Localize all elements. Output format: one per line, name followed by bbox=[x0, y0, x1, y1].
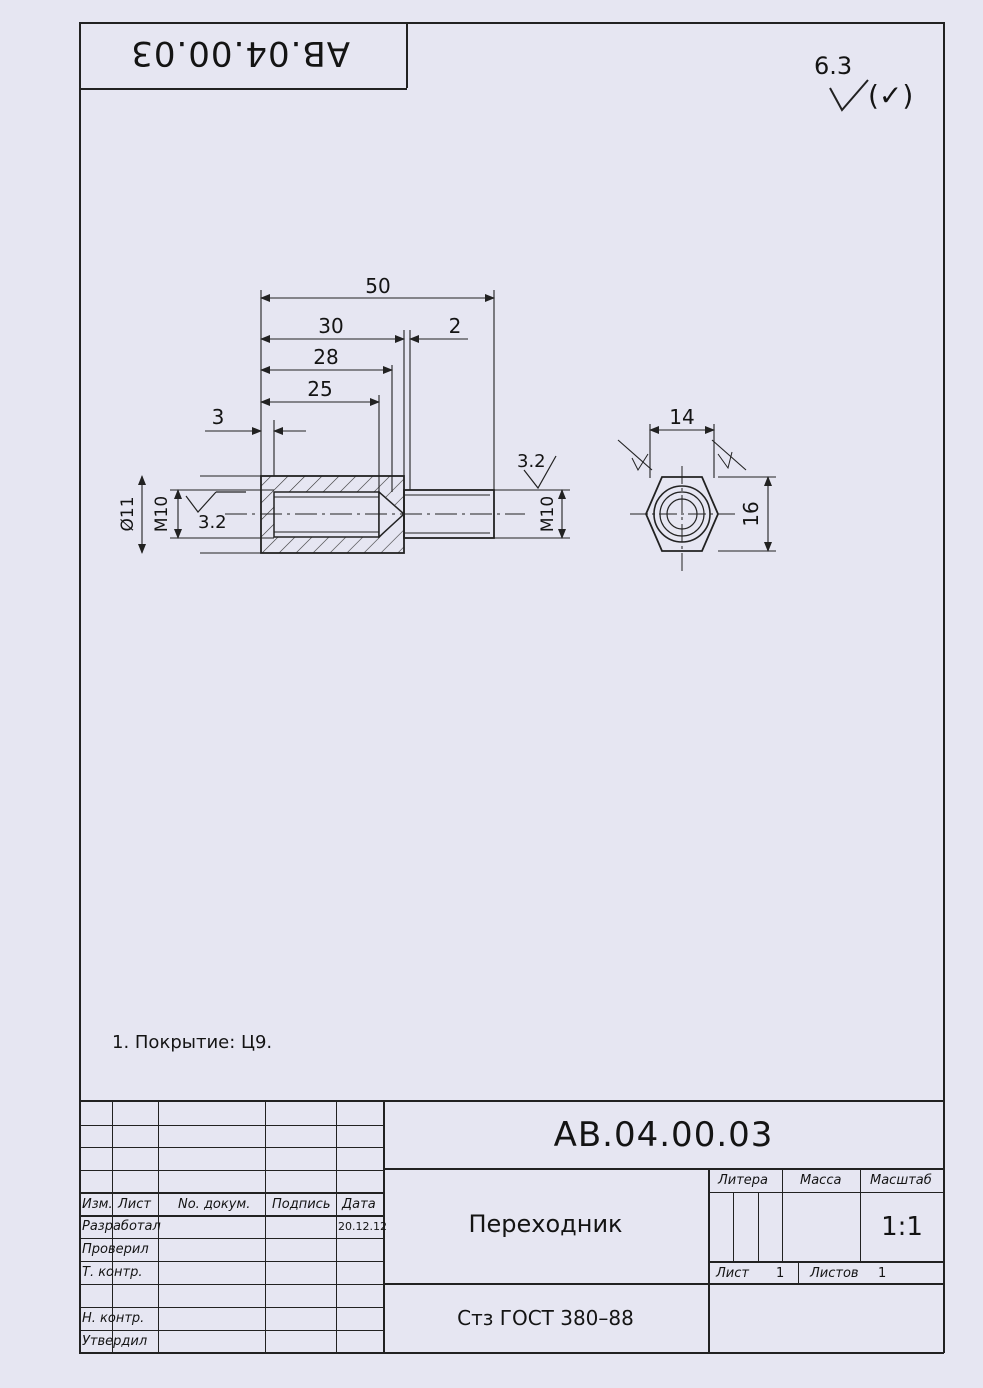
dim-hex-14: 14 bbox=[669, 405, 694, 429]
litera-sub-1 bbox=[733, 1192, 734, 1261]
hdr-list: Лист bbox=[118, 1197, 151, 1212]
row-5 bbox=[79, 1215, 383, 1217]
dim-m10-left: M10 bbox=[152, 496, 172, 532]
dim-28: 28 bbox=[313, 345, 338, 369]
tb-mat-top bbox=[383, 1283, 944, 1285]
roughness-marks bbox=[185, 455, 557, 513]
hdr-date: Дата bbox=[342, 1197, 376, 1212]
role-checked: Проверил bbox=[82, 1242, 149, 1257]
col-izm bbox=[112, 1100, 113, 1352]
role-developed: Разработал bbox=[82, 1219, 161, 1234]
tb-divider bbox=[383, 1100, 385, 1352]
roughness-check-icon bbox=[829, 79, 869, 112]
dim-3: 3 bbox=[212, 405, 225, 429]
role-tech-control: Т. контр. bbox=[82, 1265, 143, 1280]
sheets-value: 1 bbox=[878, 1266, 887, 1281]
rough-3-2-left: 3.2 bbox=[198, 512, 227, 533]
row-4 bbox=[79, 1192, 383, 1194]
hdr-doc: No. докум. bbox=[178, 1197, 251, 1212]
sheet-value: 1 bbox=[776, 1266, 785, 1281]
row-9 bbox=[79, 1307, 383, 1308]
rough-3-2-right: 3.2 bbox=[517, 451, 546, 472]
row-2 bbox=[79, 1147, 383, 1148]
row-10 bbox=[79, 1330, 383, 1331]
hex-end-view bbox=[617, 424, 776, 572]
dim-50: 50 bbox=[365, 274, 390, 298]
sheet-div bbox=[798, 1261, 799, 1284]
sheets-label: Листов bbox=[810, 1266, 859, 1281]
hdr-sign: Подпись bbox=[272, 1197, 331, 1212]
roughness-rest-symbol: (✓) bbox=[868, 79, 914, 112]
col-list bbox=[158, 1100, 159, 1352]
scale-value: 1:1 bbox=[881, 1212, 923, 1242]
role-approved: Утвердил bbox=[82, 1334, 148, 1349]
frame-bottom bbox=[79, 1352, 944, 1354]
hdr-izm: Изм. bbox=[82, 1197, 113, 1212]
col-scale bbox=[860, 1168, 861, 1262]
part-name: Переходник bbox=[468, 1210, 623, 1238]
tb-mid bbox=[383, 1168, 944, 1170]
dim-25: 25 bbox=[307, 377, 332, 401]
sheet-row-top bbox=[708, 1261, 944, 1263]
dim-2: 2 bbox=[449, 314, 462, 338]
roughness-general-value: 6.3 bbox=[814, 52, 853, 80]
frame-top bbox=[79, 22, 944, 24]
sheet-label: Лист bbox=[716, 1266, 749, 1281]
material: Стз ГОСТ 380–88 bbox=[457, 1306, 634, 1330]
row-6 bbox=[79, 1238, 383, 1239]
hdr-scale: Масштаб bbox=[870, 1173, 932, 1188]
dim-hex-16: 16 bbox=[739, 501, 763, 526]
dim-m10-right: M10 bbox=[538, 496, 558, 532]
tb-right-divider bbox=[708, 1168, 710, 1352]
frame-right bbox=[943, 22, 945, 1353]
note-coating: 1. Покрытие: Ц9. bbox=[112, 1032, 273, 1053]
col-sign bbox=[336, 1100, 337, 1352]
dimension-lines bbox=[138, 290, 570, 554]
litera-hdr-line bbox=[708, 1192, 944, 1193]
stamp-box-bottom bbox=[79, 88, 407, 90]
row-7 bbox=[79, 1261, 383, 1262]
col-doc bbox=[265, 1100, 266, 1352]
row-3 bbox=[79, 1170, 383, 1171]
role-norm-control: Н. контр. bbox=[82, 1311, 145, 1326]
stamp-box-right bbox=[406, 22, 408, 88]
row-8 bbox=[79, 1284, 383, 1285]
hdr-litera: Литера bbox=[718, 1173, 769, 1188]
frame-left bbox=[79, 22, 81, 1353]
dim-dia-11: Ø11 bbox=[118, 496, 138, 531]
row-1 bbox=[79, 1125, 383, 1126]
litera-sub-2 bbox=[758, 1192, 759, 1261]
date-developed: 20.12.12 bbox=[338, 1220, 387, 1233]
tb-top bbox=[79, 1100, 944, 1102]
col-mass bbox=[782, 1168, 783, 1262]
dim-30: 30 bbox=[318, 314, 343, 338]
sheet-row-bottom bbox=[708, 1284, 944, 1285]
hdr-mass: Масса bbox=[800, 1173, 842, 1188]
part-drawing: 50 30 2 28 25 3 Ø11 M10 M10 3.2 3.2 bbox=[118, 274, 776, 572]
title-designation: AB.04.00.03 bbox=[553, 1115, 774, 1155]
